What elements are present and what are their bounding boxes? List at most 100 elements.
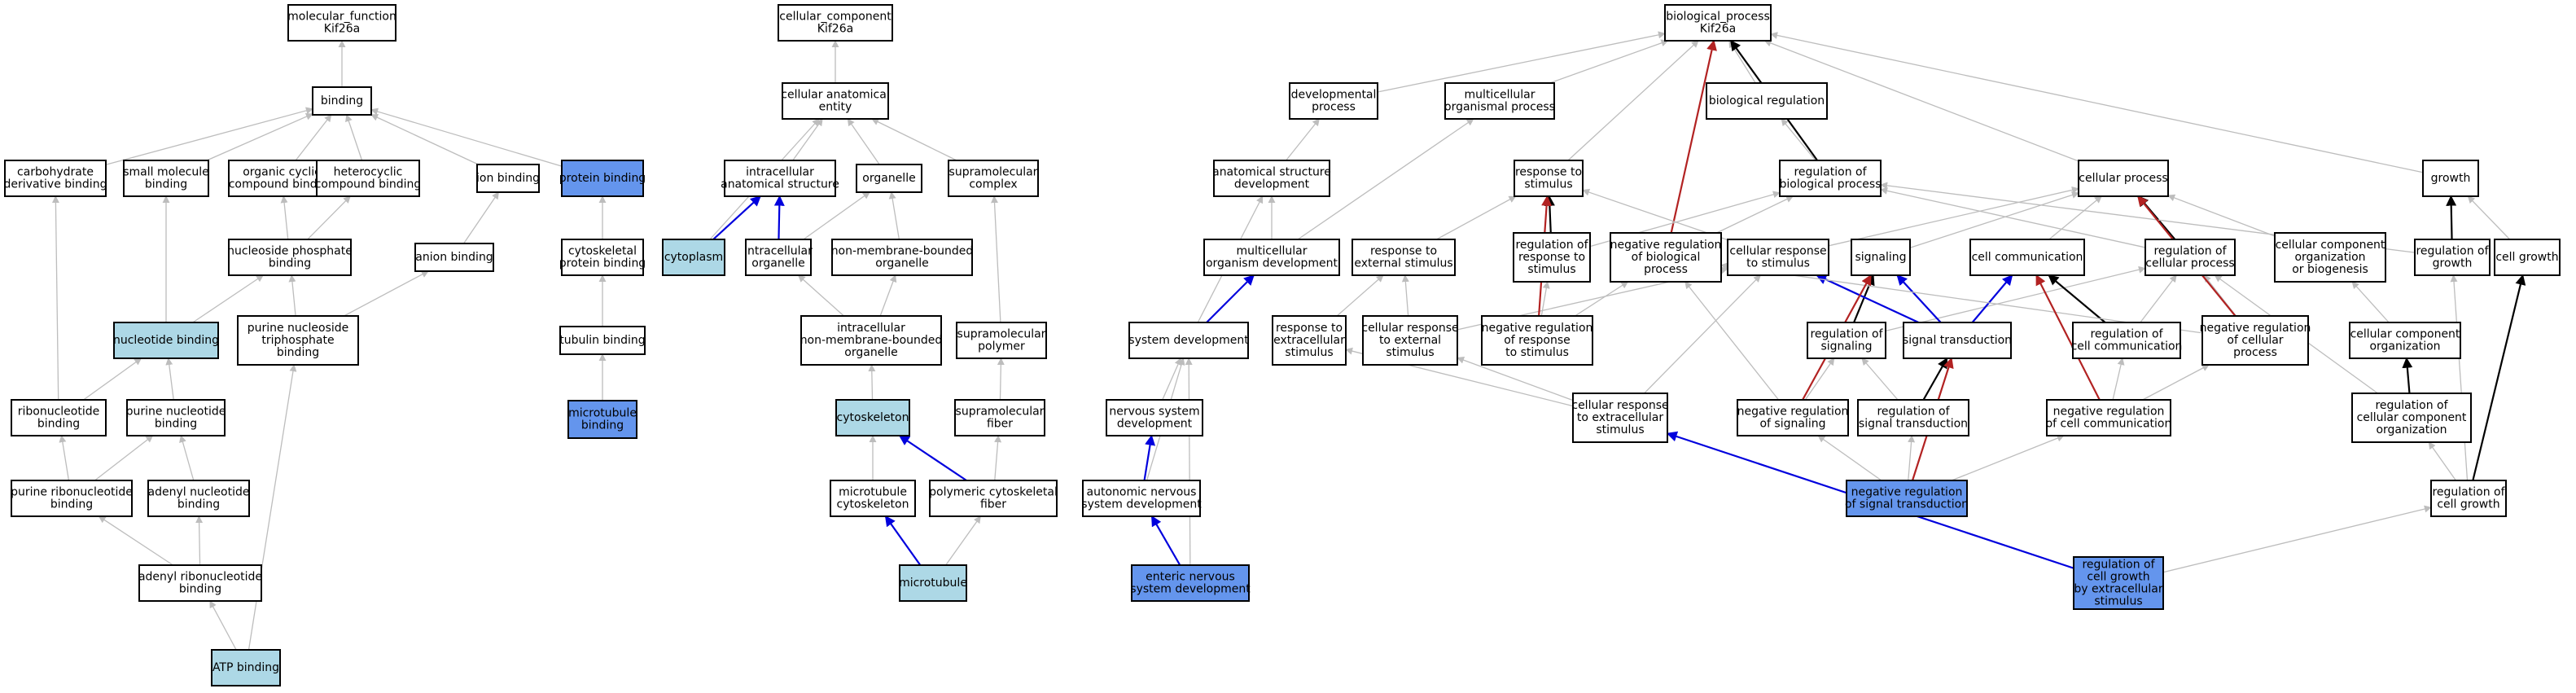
go-term-nucbind[interactable]: nucleotide binding <box>113 322 219 359</box>
go-term-organelle[interactable]: organelle <box>856 164 922 193</box>
node-label-line: to extracellular <box>1577 411 1663 424</box>
go-term-sigtrans[interactable]: signal transduction <box>1903 322 2012 359</box>
go-term-growth[interactable]: growth <box>2422 160 2479 197</box>
node-label-line: negative regulation <box>1851 486 1963 499</box>
edge-supfiber-to-suppoly <box>997 357 1005 401</box>
edge-protein-to-binding <box>370 107 563 167</box>
go-term-inmbo[interactable]: intracellularnon-membrane-boundedorganel… <box>800 315 943 366</box>
node-label-line: autonomic nervous <box>1087 486 1197 499</box>
edge-ribonuc-to-carb <box>51 195 59 401</box>
go-term-ion[interactable]: ion binding <box>476 164 540 193</box>
go-term-anion[interactable]: anion binding <box>414 243 494 272</box>
node-label-line: external stimulus <box>1354 257 1452 270</box>
go-term-microtubule[interactable]: microtubule <box>899 564 967 602</box>
go-term-cellgrowth[interactable]: cell growth <box>2494 239 2561 276</box>
edge-ribonuc-to-nucbind <box>83 357 142 401</box>
node-label-line: polymer <box>978 340 1025 353</box>
node-box <box>113 322 219 359</box>
node-label-line: cellular response <box>1729 245 1826 258</box>
go-term-cytoplasm[interactable]: cytoplasm <box>662 239 725 276</box>
node-box <box>147 480 250 517</box>
node-label-line: regulation of <box>2375 399 2448 412</box>
edge-negregcell-to-negregbio <box>1720 262 2203 334</box>
go-term-bioreg[interactable]: biological regulation <box>1706 82 1828 120</box>
go-term-cellcomm[interactable]: cell communication <box>1969 239 2085 276</box>
go-term-binding[interactable]: binding <box>312 86 372 116</box>
go-term-sysdev[interactable]: system development <box>1128 322 1249 359</box>
go-term-atp[interactable]: ATP binding <box>211 649 281 686</box>
edge-carb-to-binding <box>105 107 313 165</box>
edge-nucphos-to-hetcyc <box>307 195 351 240</box>
node-label-line: small molecule <box>123 166 209 179</box>
node-box <box>835 399 910 436</box>
node-label-line: microtubule <box>899 577 967 590</box>
edge-suppoly-to-supramol <box>991 195 1001 323</box>
node-label-line: cellular_component <box>779 11 892 24</box>
node-label-line: purine ribonucleotide <box>11 486 133 499</box>
go-term-tubulin[interactable]: tubulin binding <box>559 326 646 355</box>
go-term-cytoskeleton[interactable]: cytoskeleton <box>835 399 910 436</box>
node-label-line: biological process <box>1780 178 1882 191</box>
go-term-protein[interactable]: protein binding <box>559 160 646 197</box>
go-term-cellproc[interactable]: cellular process <box>2078 160 2169 197</box>
edge-cellrespext-to-respext <box>1401 274 1409 317</box>
go-term-signaling[interactable]: signaling <box>1851 239 1911 276</box>
